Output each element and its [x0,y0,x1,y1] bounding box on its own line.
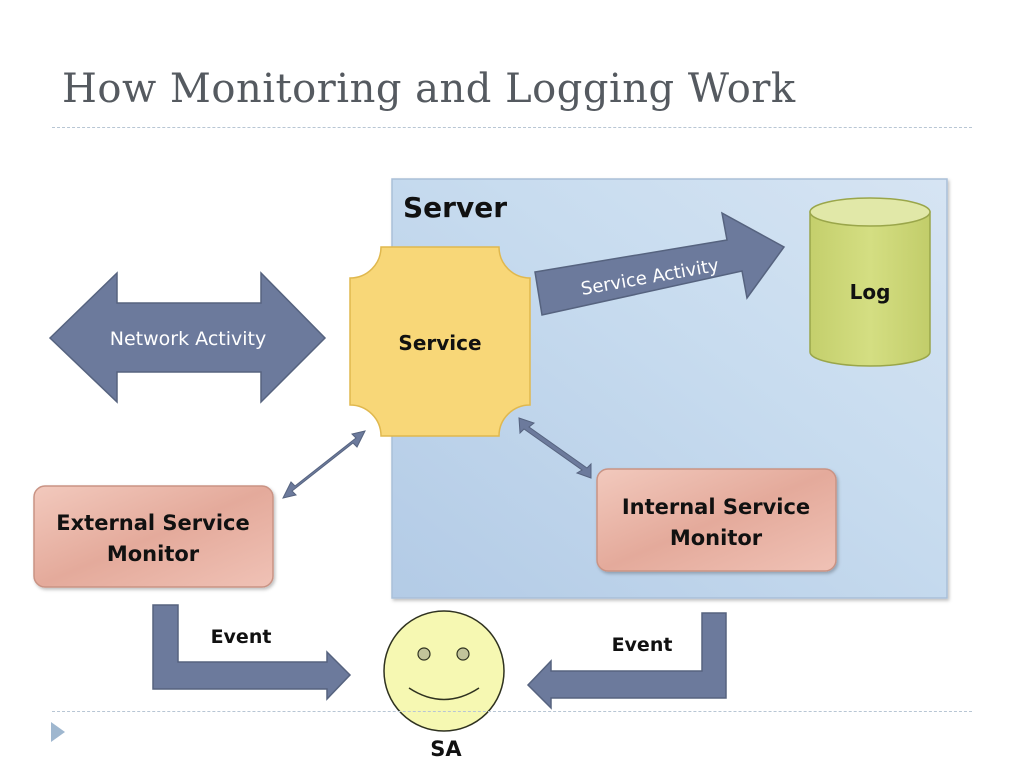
internal-monitor-label-line1: Internal Service [622,495,810,519]
event-left-label: Event [211,626,272,648]
external-monitor-label-line2: Monitor [107,542,200,566]
event-left-arrow [152,604,352,701]
event-right-label: Event [612,634,673,656]
network-activity-arrow [48,271,327,404]
service-label: Service [398,331,481,355]
sa-label: SA [430,737,462,761]
log-label: Log [850,280,891,304]
service-activity-arrow [534,211,786,316]
internal-service-monitor [596,468,837,572]
footer-divider [52,711,972,712]
internal-link-arrow [518,417,592,479]
title-divider [52,127,972,128]
external-link-arrow [282,430,366,499]
server-label: Server [403,191,507,224]
service-shape [349,246,531,437]
internal-monitor-label-line2: Monitor [670,526,763,550]
play-triangle-icon[interactable] [51,722,65,742]
smiley-face-icon [383,610,505,732]
external-service-monitor [33,485,274,588]
external-monitor-label-line1: External Service [56,511,249,535]
network-activity-label: Network Activity [110,328,266,350]
log-cylinder [809,197,931,367]
slide-title: How Monitoring and Logging Work [62,66,796,112]
event-right-arrow [526,612,727,710]
